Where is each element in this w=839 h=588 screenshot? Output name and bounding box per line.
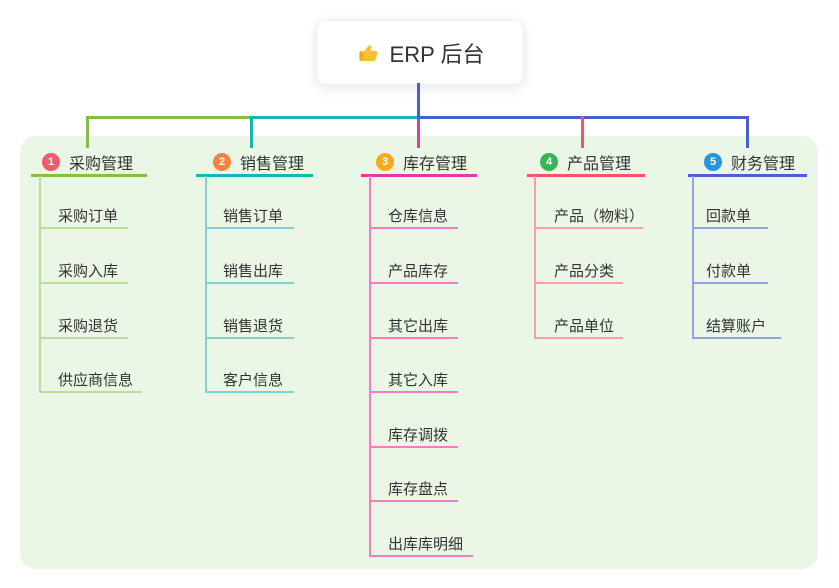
leaf-underline	[369, 446, 458, 448]
leaf-node[interactable]: 出库库明细	[388, 536, 464, 553]
root-node-label: ERP 后台	[389, 41, 485, 67]
branch-number-badge: 3	[376, 153, 394, 171]
leaf-underline	[534, 282, 623, 284]
leaf-underline	[39, 227, 128, 229]
branch-label: 采购管理	[69, 156, 134, 173]
branch-number-badge: 1	[42, 153, 60, 171]
leaf-underline	[369, 555, 473, 557]
connector-drop-branch1	[86, 116, 89, 148]
leaf-underline	[534, 337, 623, 339]
branch-underline	[196, 174, 313, 177]
leaf-underline	[205, 337, 294, 339]
branch-underline	[361, 174, 477, 177]
thumbs-up-icon	[356, 41, 380, 65]
leaf-node[interactable]: 回款单	[706, 208, 752, 225]
leaf-underline	[692, 282, 768, 284]
leaf-underline	[369, 227, 458, 229]
branch-label: 财务管理	[731, 156, 796, 173]
connector-rail-branch1	[86, 116, 253, 119]
leaf-node[interactable]: 产品（物料）	[554, 208, 645, 225]
branch-underline	[527, 174, 645, 177]
branch-label: 销售管理	[240, 156, 305, 173]
leaf-node[interactable]: 采购入库	[58, 263, 119, 280]
connector-drop-branch2	[250, 116, 253, 148]
branch-child-spine	[369, 176, 371, 557]
leaf-underline	[369, 500, 458, 502]
leaf-node[interactable]: 销售订单	[223, 208, 284, 225]
leaf-underline	[205, 227, 294, 229]
branch-underline	[688, 174, 807, 177]
leaf-node[interactable]: 付款单	[706, 263, 752, 280]
leaf-node[interactable]: 库存盘点	[388, 481, 449, 498]
leaf-node[interactable]: 销售出库	[223, 263, 284, 280]
leaf-node[interactable]: 产品单位	[554, 318, 615, 335]
leaf-node[interactable]: 仓库信息	[388, 208, 449, 225]
branch-child-spine	[205, 176, 207, 393]
leaf-node[interactable]: 其它入库	[388, 372, 449, 389]
branch-node-purchase[interactable]: 1 采购管理	[42, 150, 133, 174]
connector-root-vertical	[417, 83, 420, 118]
leaf-node[interactable]: 产品库存	[388, 263, 449, 280]
connector-drop-branch4	[581, 116, 584, 148]
leaf-underline	[369, 282, 458, 284]
connector-drop-branch3	[417, 119, 420, 148]
leaf-underline	[369, 391, 458, 393]
leaf-node[interactable]: 其它出库	[388, 318, 449, 335]
branch-label: 产品管理	[567, 156, 632, 173]
connector-rail-branch2	[250, 116, 419, 119]
leaf-node[interactable]: 库存调拨	[388, 427, 449, 444]
branch-child-spine	[692, 176, 694, 339]
leaf-underline	[692, 337, 781, 339]
branch-underline	[31, 174, 147, 177]
branch-child-spine	[39, 176, 41, 393]
branch-node-product[interactable]: 4 产品管理	[540, 150, 631, 174]
leaf-underline	[39, 337, 128, 339]
branches-panel	[20, 136, 818, 569]
leaf-underline	[692, 227, 768, 229]
leaf-underline	[39, 282, 128, 284]
leaf-underline	[39, 391, 142, 393]
leaf-node[interactable]: 产品分类	[554, 263, 615, 280]
branch-label: 库存管理	[403, 156, 468, 173]
branch-node-finance[interactable]: 5 财务管理	[704, 150, 795, 174]
leaf-node[interactable]: 结算账户	[706, 318, 767, 335]
leaf-underline	[205, 282, 294, 284]
branch-node-sales[interactable]: 2 销售管理	[213, 150, 304, 174]
leaf-node[interactable]: 客户信息	[223, 372, 284, 389]
leaf-underline	[205, 391, 294, 393]
branch-number-badge: 4	[540, 153, 558, 171]
leaf-node[interactable]: 采购订单	[58, 208, 119, 225]
branch-node-inventory[interactable]: 3 库存管理	[376, 150, 467, 174]
branch-number-badge: 5	[704, 153, 722, 171]
branch-child-spine	[534, 176, 536, 339]
leaf-underline	[369, 337, 458, 339]
branch-number-badge: 2	[213, 153, 231, 171]
leaf-node[interactable]: 供应商信息	[58, 372, 134, 389]
connector-drop-branch5	[746, 116, 749, 148]
leaf-node[interactable]: 销售退货	[223, 318, 284, 335]
leaf-underline	[534, 227, 643, 229]
root-node[interactable]: ERP 后台	[316, 20, 524, 85]
leaf-node[interactable]: 采购退货	[58, 318, 119, 335]
